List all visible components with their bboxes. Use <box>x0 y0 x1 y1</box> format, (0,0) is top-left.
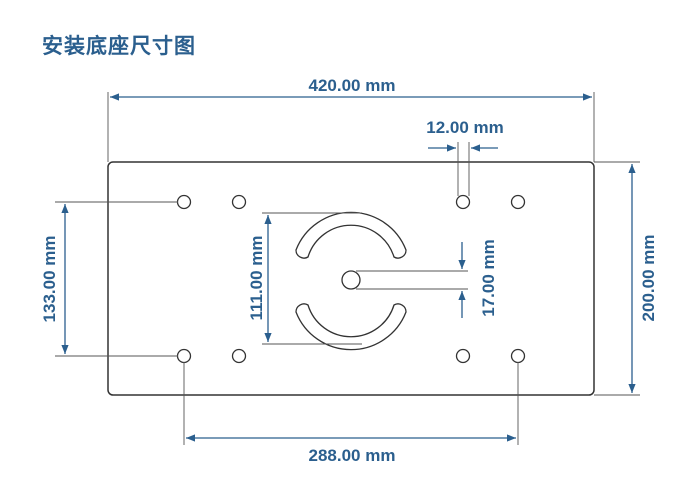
center-hole <box>341 270 361 290</box>
hole-bottom-right-outer <box>510 348 526 364</box>
dim-label-hole-horizontal: 288.00 mm <box>309 446 396 465</box>
hole-bottom-left-inner <box>231 348 247 364</box>
dim-label-height: 200.00 mm <box>639 235 658 322</box>
dim-label-slot-spacing: 111.00 mm <box>247 235 266 320</box>
base-plate-outline <box>107 161 595 396</box>
hole-bottom-right-inner <box>455 348 471 364</box>
dim-label-center-hole: 17.00 mm <box>479 239 498 317</box>
hole-top-right-inner <box>455 194 471 210</box>
hole-top-left-inner <box>231 194 247 210</box>
dimension-lines <box>61 93 636 442</box>
extension-lines <box>55 92 640 445</box>
mounting-holes <box>176 194 526 364</box>
dim-label-hole-vertical: 133.00 mm <box>40 236 59 323</box>
page-title: 安装底座尺寸图 <box>42 35 196 58</box>
lower-arc-slot <box>295 303 407 351</box>
hole-top-right-outer <box>510 194 526 210</box>
hole-top-left-outer <box>176 194 192 210</box>
hole-bottom-left-outer <box>176 348 192 364</box>
dim-label-width: 420.00 mm <box>309 76 396 95</box>
dim-label-hole-diameter: 12.00 mm <box>426 118 504 137</box>
upper-arc-slot <box>295 211 407 259</box>
